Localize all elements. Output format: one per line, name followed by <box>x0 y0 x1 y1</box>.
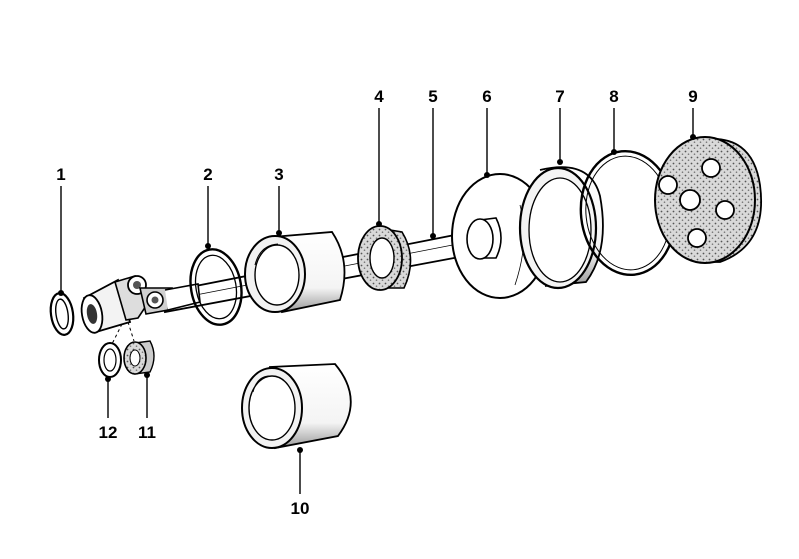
callout-7: 7 <box>555 87 564 106</box>
callout-labels: 1 2 3 4 5 6 7 8 9 10 11 12 <box>56 87 697 518</box>
leader-lines <box>58 108 696 494</box>
callout-10: 10 <box>291 499 310 518</box>
o-ring-small <box>49 292 75 336</box>
callout-8: 8 <box>609 87 618 106</box>
callout-6: 6 <box>482 87 491 106</box>
washer <box>98 342 122 378</box>
sleeve-10 <box>241 363 352 450</box>
callout-5: 5 <box>428 87 437 106</box>
callout-9: 9 <box>688 87 697 106</box>
o-ring-large <box>189 248 243 326</box>
sleeve-3 <box>244 231 346 314</box>
callout-2: 2 <box>203 165 212 184</box>
assembly-guide-lines <box>111 321 135 345</box>
callout-11: 11 <box>138 423 156 442</box>
bearing <box>357 225 412 291</box>
housing <box>518 166 604 290</box>
pinion <box>123 340 155 375</box>
callout-12: 12 <box>99 423 118 442</box>
flex-coupling <box>654 136 762 264</box>
universal-joint <box>80 275 201 334</box>
callout-3: 3 <box>274 165 283 184</box>
callout-4: 4 <box>374 87 384 106</box>
callout-1: 1 <box>56 165 65 184</box>
